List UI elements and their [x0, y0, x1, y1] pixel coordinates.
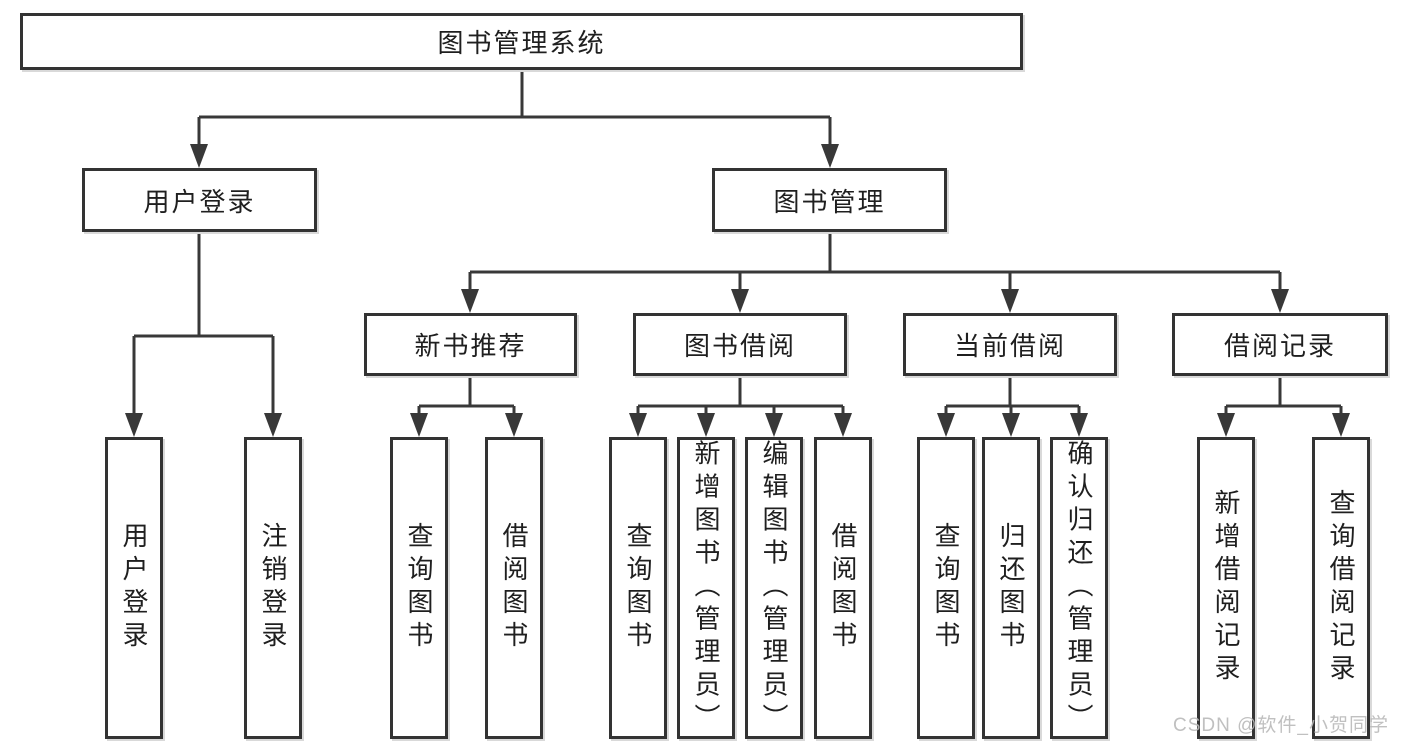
node-borrowing-records-label: 借阅记录 — [1223, 331, 1336, 361]
node-current-borrowing: 当前借阅 — [903, 313, 1117, 376]
node-user-login: 用户登录 — [105, 437, 163, 739]
connector-path — [132, 70, 1343, 415]
node-query-books-3: 查询图书 — [917, 437, 975, 739]
node-edit-books-admin: 编辑图书（管理员） — [745, 437, 803, 739]
node-user-login-group: 用户登录 — [82, 168, 317, 232]
node-borrowing-records: 借阅记录 — [1172, 313, 1388, 376]
node-add-books-admin: 新增图书（管理员） — [677, 437, 735, 739]
node-add-borrow-record: 新增借阅记录 — [1197, 437, 1255, 739]
watermark-text: CSDN @软件_小贺同学 — [1173, 715, 1389, 736]
node-return-books-label: 归还图书 — [996, 522, 1026, 654]
arrowheads — [125, 144, 1350, 437]
node-add-borrow-record-label: 新增借阅记录 — [1211, 489, 1241, 687]
node-library-system-label: 图书管理系统 — [437, 28, 606, 58]
node-book-borrowing: 图书借阅 — [633, 313, 847, 376]
node-confirm-return-admin-label: 确认归还（管理员） — [1064, 439, 1094, 737]
node-book-borrowing-label: 图书借阅 — [683, 331, 796, 361]
node-borrow-books-2: 借阅图书 — [814, 437, 872, 739]
node-query-books-2: 查询图书 — [609, 437, 667, 739]
node-query-borrow-record: 查询借阅记录 — [1312, 437, 1370, 739]
node-query-books-3-label: 查询图书 — [931, 522, 961, 654]
node-new-book-recommendation-label: 新书推荐 — [414, 331, 527, 361]
node-library-system: 图书管理系统 — [20, 13, 1023, 70]
node-logout: 注销登录 — [244, 437, 302, 739]
node-query-books-1-label: 查询图书 — [404, 522, 434, 654]
node-logout-label: 注销登录 — [258, 522, 288, 654]
node-borrow-books-1: 借阅图书 — [485, 437, 543, 739]
node-query-books-1: 查询图书 — [390, 437, 448, 739]
node-edit-books-admin-label: 编辑图书（管理员） — [759, 439, 789, 737]
node-add-books-admin-label: 新增图书（管理员） — [691, 439, 721, 737]
node-current-borrowing-label: 当前借阅 — [953, 331, 1066, 361]
node-book-management-label: 图书管理 — [773, 186, 886, 217]
node-return-books: 归还图书 — [982, 437, 1040, 739]
node-borrow-books-2-label: 借阅图书 — [828, 522, 858, 654]
node-query-borrow-record-label: 查询借阅记录 — [1326, 489, 1356, 687]
node-user-login-group-label: 用户登录 — [143, 186, 256, 217]
node-query-books-2-label: 查询图书 — [623, 522, 653, 654]
node-confirm-return-admin: 确认归还（管理员） — [1050, 437, 1108, 739]
node-new-book-recommendation: 新书推荐 — [364, 313, 577, 376]
node-borrow-books-1-label: 借阅图书 — [499, 522, 529, 654]
node-user-login-label: 用户登录 — [119, 522, 149, 654]
node-book-management: 图书管理 — [712, 168, 947, 232]
